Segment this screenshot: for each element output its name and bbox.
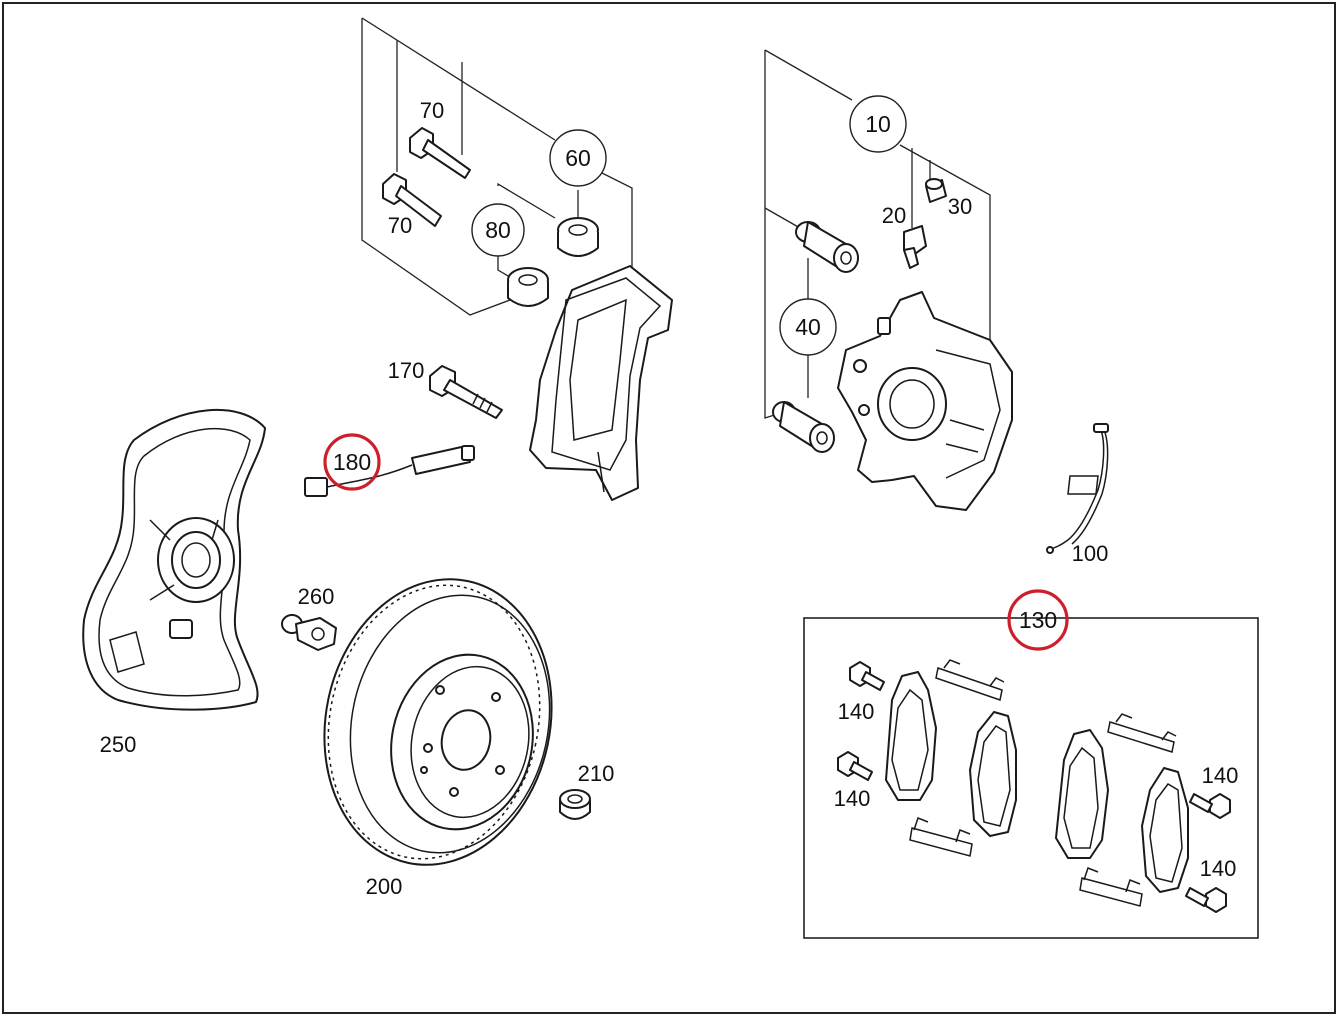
callout-bubble-60: 60 [549, 129, 607, 187]
callout-10-label: 10 [865, 111, 891, 137]
callout-100-label: 100 [1072, 541, 1109, 566]
callout-bubble-80: 80 [471, 203, 525, 257]
callout-180-label: 180 [333, 449, 371, 475]
callout-20-label: 20 [882, 203, 906, 228]
callout-70-upper-label: 70 [420, 98, 444, 123]
callout-210-label: 210 [578, 761, 615, 786]
bolt-170 [429, 365, 503, 419]
pad-clip-1 [935, 659, 1005, 701]
pad-clip-3 [1107, 713, 1177, 753]
callout-bubble-40: 40 [779, 298, 837, 356]
callout-200-label: 200 [366, 874, 403, 899]
guide-bolt-70-upper [409, 127, 471, 179]
spring-clip-100 [1046, 423, 1109, 554]
guide-pin-40-upper [795, 221, 859, 273]
bolt-140-b [837, 751, 873, 781]
bleeder-screw-20 [903, 225, 927, 269]
bushing-80 [507, 267, 549, 307]
screw-260 [281, 614, 337, 651]
callout-30-label: 30 [948, 194, 972, 219]
pad-clip-2 [909, 817, 973, 857]
nut-210 [559, 789, 591, 820]
callout-140-a-label: 140 [838, 699, 875, 724]
pad-set-box [803, 617, 1259, 939]
callout-bubble-10: 10 [849, 95, 907, 153]
guide-pin-40-lower [772, 401, 835, 453]
guide-bolt-70-lower [382, 173, 442, 227]
callout-60-label: 60 [565, 145, 591, 171]
callout-bubble-180-highlighted: 180 [323, 433, 381, 491]
callout-70-lower-label: 70 [388, 213, 412, 238]
callout-80-label: 80 [485, 217, 511, 243]
callout-130-label: 130 [1019, 607, 1057, 633]
brake-pad-2 [969, 711, 1017, 837]
callout-140-c-label: 140 [1202, 763, 1239, 788]
brake-pad-1 [885, 671, 937, 801]
brake-pad-4 [1141, 767, 1189, 893]
callout-140-d-label: 140 [1200, 856, 1237, 881]
splash-shield-250 [82, 409, 266, 711]
callout-40-label: 40 [795, 314, 821, 340]
bolt-140-a [849, 661, 885, 691]
wear-sensor-180 [304, 445, 475, 497]
bracket-leader-lines [361, 17, 633, 316]
brake-pad-3 [1055, 729, 1109, 859]
caliper-bracket [529, 265, 673, 501]
bolt-140-d [1185, 887, 1227, 913]
callout-250-label: 250 [100, 732, 137, 757]
callout-170-label: 170 [388, 358, 425, 383]
bushing-60 [557, 217, 599, 257]
dust-cap-30 [925, 178, 947, 203]
bolt-140-c [1189, 793, 1231, 819]
brake-disc-200 [323, 578, 553, 866]
brake-caliper [837, 291, 1013, 511]
callout-bubble-130-highlighted: 130 [1007, 589, 1069, 651]
callout-140-b-label: 140 [834, 786, 871, 811]
pad-clip-4 [1079, 867, 1143, 907]
callout-260-label: 260 [298, 584, 335, 609]
